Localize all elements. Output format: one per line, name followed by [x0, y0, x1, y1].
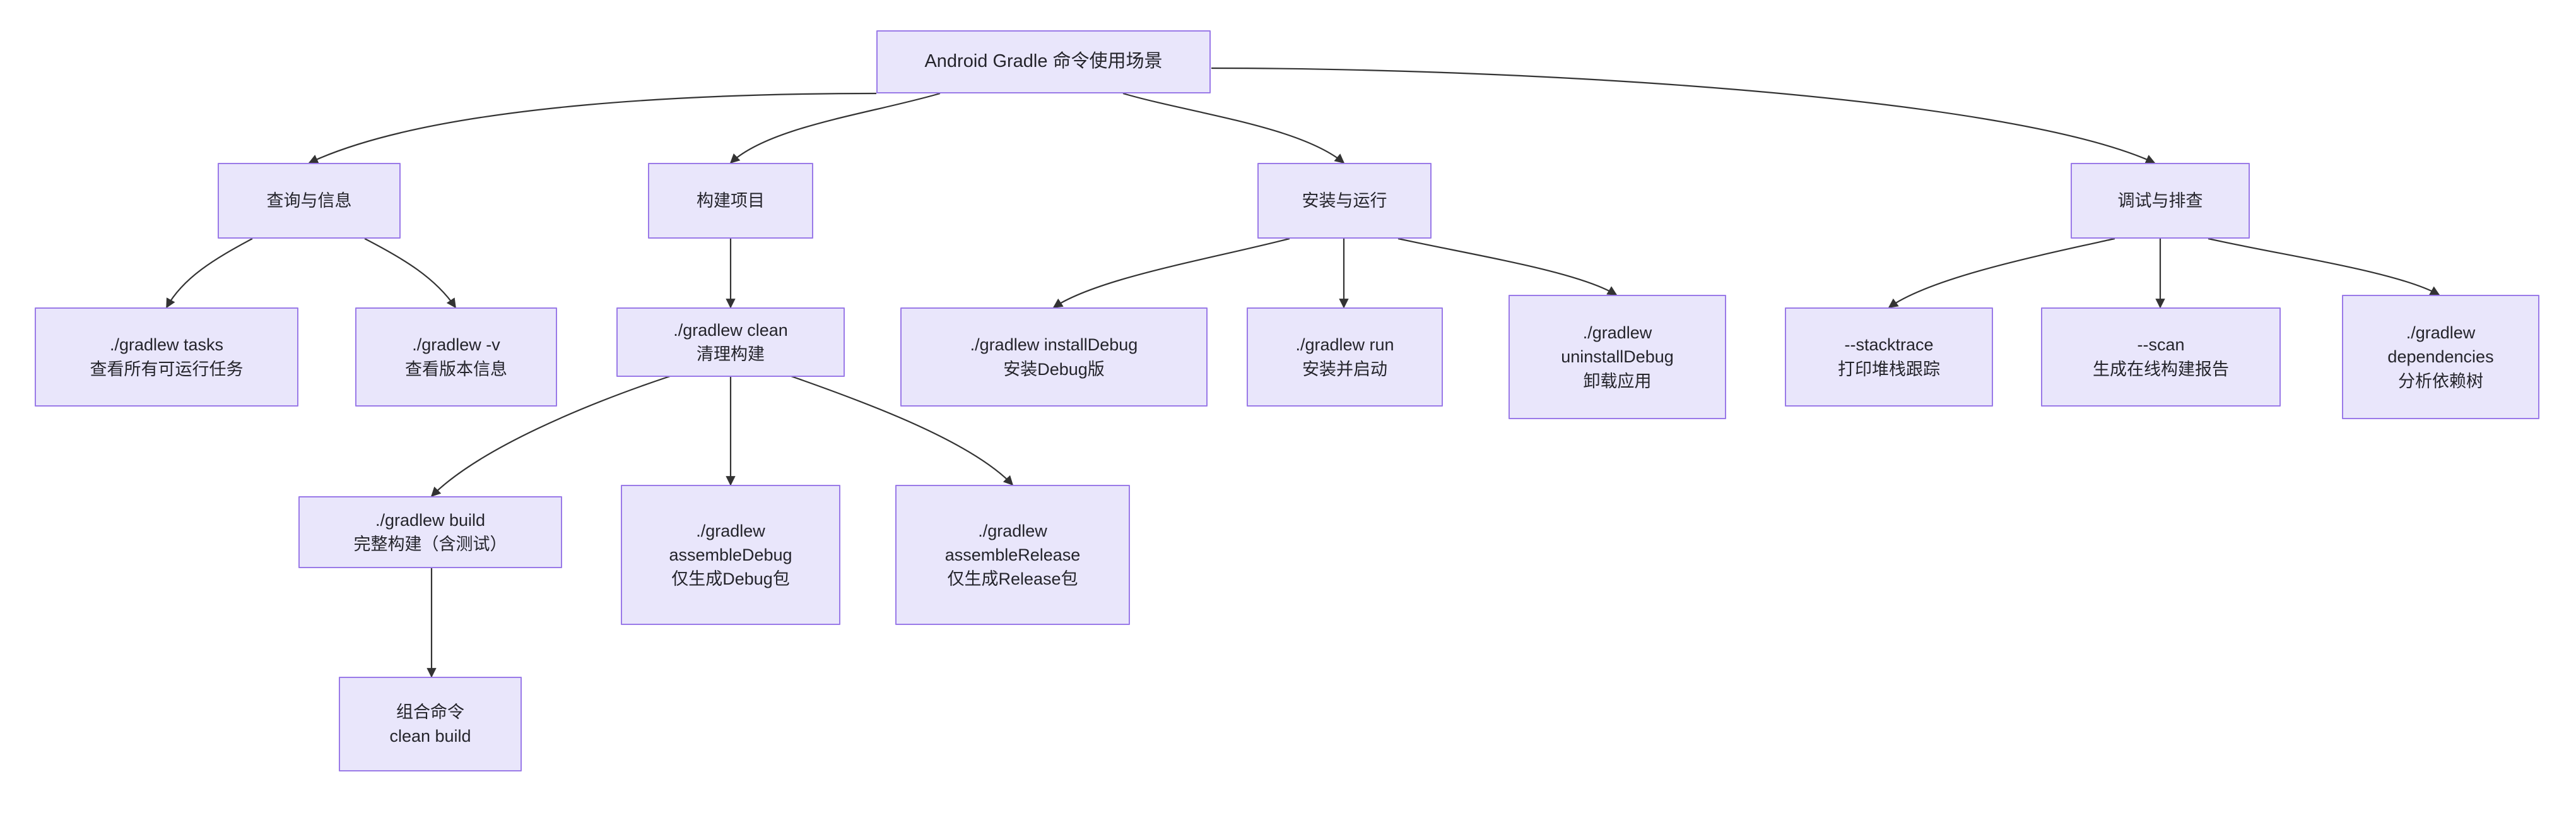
- node-assembledebug-line-2: assembleDebug: [669, 545, 792, 564]
- node-run-line-2: 安装并启动: [1302, 359, 1387, 379]
- node-uninstalldebug[interactable]: ./gradlew uninstallDebug 卸载应用: [1509, 295, 1726, 419]
- node-uninstalldebug-line-1: ./gradlew: [1582, 323, 1652, 342]
- node-uninstalldebug-line-3: 卸载应用: [1583, 371, 1652, 391]
- node-clean[interactable]: ./gradlew clean 清理构建: [616, 307, 845, 377]
- node-dependencies-line-2: dependencies: [2387, 347, 2494, 367]
- edge-query-to-tasks: [166, 238, 253, 309]
- node-dependencies[interactable]: ./gradlew dependencies 分析依赖树: [2342, 295, 2539, 419]
- node-assemblerelease-line-1: ./gradlew: [978, 521, 1047, 540]
- node-build-line-1: 构建项目: [697, 191, 765, 210]
- node-root[interactable]: Android Gradle 命令使用场景: [876, 30, 1211, 93]
- node-tasks-line-2: 查看所有可运行任务: [90, 359, 244, 379]
- node-assemblerelease-line-2: assembleRelease: [944, 545, 1081, 564]
- edge-root-to-debug: [1211, 67, 2156, 164]
- node-combo-line-1: 组合命令: [396, 702, 464, 722]
- node-buildfull-line-2: 完整构建（含测试）: [353, 535, 507, 554]
- edge-debug-to-stacktrace: [1888, 237, 2115, 308]
- edge-root-to-query: [308, 92, 877, 164]
- node-stacktrace-line-1: --stacktrace: [1844, 335, 1934, 355]
- edge-root-to-build: [729, 92, 941, 164]
- node-buildfull[interactable]: ./gradlew build 完整构建（含测试）: [298, 496, 562, 568]
- node-combo-line-2: clean build: [389, 727, 471, 746]
- node-query-line-1: 查询与信息: [266, 191, 352, 210]
- node-scan-line-2: 生成在线构建报告: [2093, 359, 2229, 379]
- edge-query-to-version: [364, 238, 456, 309]
- node-stacktrace[interactable]: --stacktrace 打印堆栈跟踪: [1785, 307, 1993, 407]
- node-run-line-1: ./gradlew run: [1295, 335, 1394, 355]
- node-run[interactable]: ./gradlew run 安装并启动: [1247, 307, 1443, 407]
- node-assembledebug-line-1: ./gradlew: [696, 521, 765, 540]
- node-version[interactable]: ./gradlew -v 查看版本信息: [355, 307, 557, 407]
- node-root-line-1: Android Gradle 命令使用场景: [924, 51, 1163, 72]
- node-version-line-1: ./gradlew -v: [412, 335, 500, 355]
- node-debug[interactable]: 调试与排查: [2071, 163, 2250, 239]
- node-assemblerelease[interactable]: ./gradlew assembleRelease 仅生成Release包: [895, 485, 1130, 625]
- node-dependencies-line-3: 分析依赖树: [2398, 371, 2483, 391]
- node-buildfull-line-1: ./gradlew build: [375, 510, 486, 530]
- edge-root-to-install: [1122, 92, 1345, 164]
- node-build[interactable]: 构建项目: [648, 163, 813, 239]
- node-debug-line-1: 调试与排查: [2117, 191, 2203, 210]
- node-dependencies-line-1: ./gradlew: [2406, 323, 2476, 342]
- node-tasks-line-1: ./gradlew tasks: [109, 335, 224, 355]
- node-install[interactable]: 安装与运行: [1257, 163, 1432, 239]
- node-install-line-1: 安装与运行: [1302, 191, 1387, 210]
- node-scan-line-1: --scan: [2137, 335, 2185, 355]
- node-installdebug-line-2: 安装Debug版: [1003, 359, 1105, 379]
- node-version-line-2: 查看版本信息: [405, 359, 507, 379]
- edge-debug-to-dependencies: [2208, 237, 2440, 295]
- edge-install-to-installdebug: [1052, 237, 1290, 308]
- node-stacktrace-line-2: 打印堆栈跟踪: [1838, 359, 1940, 379]
- node-assembledebug[interactable]: ./gradlew assembleDebug 仅生成Debug包: [621, 485, 840, 625]
- node-assemblerelease-line-3: 仅生成Release包: [947, 569, 1078, 589]
- node-query[interactable]: 查询与信息: [218, 163, 401, 239]
- node-scan[interactable]: --scan 生成在线构建报告: [2041, 307, 2281, 407]
- node-uninstalldebug-line-2: uninstallDebug: [1561, 347, 1674, 367]
- node-installdebug[interactable]: ./gradlew installDebug 安装Debug版: [900, 307, 1208, 407]
- node-tasks[interactable]: ./gradlew tasks 查看所有可运行任务: [35, 307, 298, 407]
- node-assembledebug-line-3: 仅生成Debug包: [671, 569, 790, 589]
- node-clean-line-1: ./gradlew clean: [673, 320, 788, 340]
- node-combo[interactable]: 组合命令 clean build: [339, 677, 522, 771]
- node-clean-line-2: 清理构建: [697, 345, 765, 364]
- node-installdebug-line-1: ./gradlew installDebug: [970, 335, 1138, 355]
- edge-install-to-uninstalldebug: [1397, 237, 1618, 295]
